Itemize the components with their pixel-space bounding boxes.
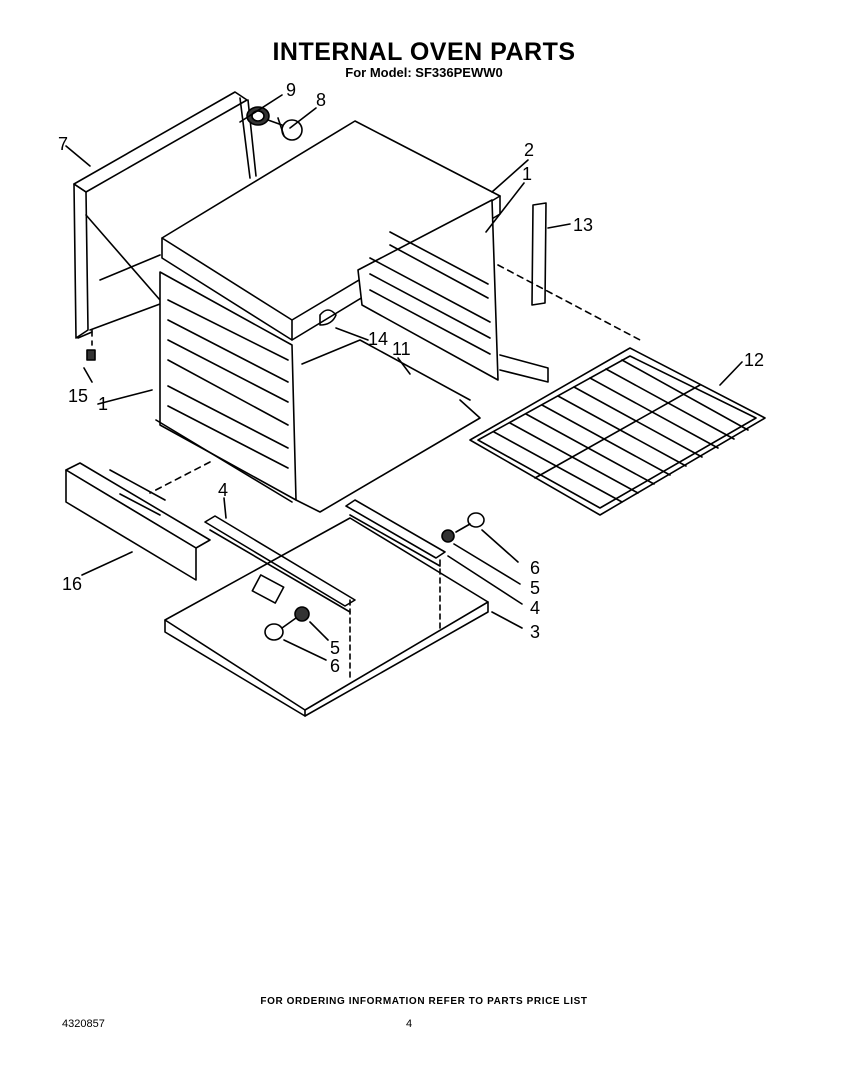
callout-14: 14 bbox=[368, 329, 388, 349]
burner-tube-part bbox=[204, 499, 446, 613]
rear-frame-part bbox=[73, 91, 257, 339]
light-socket-and-bulb bbox=[246, 106, 303, 141]
oven-cavity bbox=[155, 120, 549, 513]
callout-leaders bbox=[65, 94, 743, 661]
callout-13: 13 bbox=[573, 215, 593, 235]
callout-5-right: 5 bbox=[530, 578, 540, 598]
callout-12: 12 bbox=[744, 350, 764, 370]
callout-1-right: 1 bbox=[522, 164, 532, 184]
callout-labels: 7 9 8 2 1 13 14 11 12 15 1 4 16 6 5 4 3 … bbox=[58, 80, 764, 676]
callout-8: 8 bbox=[316, 90, 326, 110]
rack-clip-part bbox=[319, 309, 337, 326]
oven-rack-part bbox=[469, 347, 766, 516]
callout-2: 2 bbox=[524, 140, 534, 160]
screw-part bbox=[86, 349, 96, 361]
callout-4-right: 4 bbox=[530, 598, 540, 618]
document-number: 4320857 bbox=[62, 1018, 105, 1030]
callout-5-left: 5 bbox=[330, 638, 340, 658]
callout-15: 15 bbox=[68, 386, 88, 406]
callout-6-right: 6 bbox=[530, 558, 540, 578]
assembly-guide-lines bbox=[91, 264, 641, 494]
callout-16: 16 bbox=[62, 574, 82, 594]
callout-11: 11 bbox=[392, 339, 411, 359]
callout-9: 9 bbox=[286, 80, 296, 100]
ordering-note: FOR ORDERING INFORMATION REFER TO PARTS … bbox=[260, 996, 588, 1007]
callout-4-left: 4 bbox=[218, 480, 228, 500]
callout-3: 3 bbox=[530, 622, 540, 642]
callout-1-left: 1 bbox=[98, 394, 108, 414]
page-number: 4 bbox=[406, 1018, 413, 1030]
callout-6-left: 6 bbox=[330, 656, 340, 676]
bottom-tray-part bbox=[164, 517, 489, 717]
callout-7: 7 bbox=[58, 134, 68, 154]
vent-duct-part bbox=[65, 462, 211, 581]
burner-knobs bbox=[264, 512, 485, 641]
side-rail-part bbox=[531, 202, 547, 306]
model-subtitle: For Model: SF336PEWW0 bbox=[345, 65, 503, 80]
page-title: INTERNAL OVEN PARTS bbox=[272, 38, 576, 66]
